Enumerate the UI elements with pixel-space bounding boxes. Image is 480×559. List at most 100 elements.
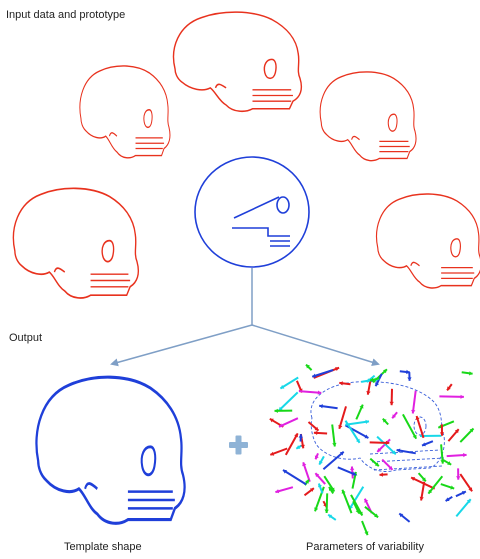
variability-arrow (298, 390, 322, 394)
variability-arrowhead (411, 477, 416, 481)
variability-arrowhead (324, 509, 329, 513)
variability-arrowhead (306, 364, 310, 369)
variability-arrowhead (391, 450, 396, 455)
variability-arrowhead (312, 373, 317, 378)
variability-arrowhead (383, 369, 387, 374)
variability-arrow (459, 473, 473, 492)
variability-arrowhead (377, 448, 382, 452)
variability-arrowhead (396, 448, 401, 453)
variability-arrowhead (296, 445, 301, 449)
variability-arrowhead (269, 418, 274, 423)
variability-arrowhead (359, 404, 364, 409)
variability-arrowhead (469, 428, 474, 433)
variability-arrow (282, 469, 307, 486)
variability-arrow (402, 413, 418, 440)
variability-arrow (410, 476, 436, 490)
variability-arrow (455, 498, 472, 518)
variability-arrowhead (456, 476, 461, 480)
variability-arrowhead (379, 472, 383, 477)
flow-arrows (110, 268, 380, 367)
variability-arrow (427, 475, 444, 495)
variability-arrowhead (279, 423, 283, 428)
variability-arrow (376, 435, 397, 456)
variability-arrowhead (445, 497, 450, 501)
variability-arrowhead (319, 404, 323, 409)
variability-arrowhead (412, 434, 417, 439)
variability-arrowhead (392, 414, 396, 419)
variability-arrowhead (329, 487, 333, 491)
variability-arrowhead (335, 367, 340, 371)
variability-arrowhead (274, 408, 278, 413)
variability-arrow (311, 369, 334, 378)
variability-arrowhead (406, 369, 410, 375)
variability-arrow (350, 494, 364, 516)
variability-arrowhead (283, 470, 287, 474)
variability-arrowhead (366, 391, 371, 395)
variability-arrowhead (419, 496, 424, 501)
variability-arrow (411, 390, 417, 414)
variability-arrowhead (305, 479, 309, 484)
variability-arrowhead (460, 394, 464, 399)
variability-arrowhead (407, 377, 412, 381)
variability-arrowhead (314, 507, 319, 512)
variability-arrowhead (374, 513, 379, 518)
variability-arrowhead (300, 444, 305, 449)
variability-arrowhead (275, 489, 280, 494)
variability-arrowhead (366, 378, 371, 382)
variability-arrow (284, 432, 299, 456)
variability-arrowhead (350, 466, 355, 471)
variability-arrowhead (454, 429, 459, 434)
output-title: Output (9, 332, 43, 344)
variability-arrowhead (375, 382, 380, 387)
variability-field (269, 363, 475, 536)
variability-arrowhead (309, 488, 314, 492)
variability-arrowhead (318, 483, 322, 488)
variability-arrowhead (328, 514, 333, 519)
variability-arrowhead (298, 434, 303, 438)
variability-arrowhead (302, 462, 307, 467)
variability-arrowhead (352, 471, 357, 476)
variability-arrowhead (399, 513, 404, 518)
variability-arrowhead (468, 487, 473, 492)
variability-arrowhead (278, 406, 283, 411)
variability-arrowhead (466, 499, 471, 504)
variability-arrow (302, 461, 311, 483)
variability-arrowhead (338, 425, 343, 429)
variability-arrowhead (332, 442, 337, 447)
variability-arrowhead (469, 371, 473, 376)
variability-arrowhead (385, 440, 390, 445)
variability-arrowhead (358, 511, 363, 516)
variability-arrowhead (364, 531, 369, 536)
prototype-circle (194, 156, 310, 268)
variability-arrowhead (374, 462, 379, 467)
variability-arrowhead (270, 451, 275, 456)
variability-arrowhead (421, 477, 426, 482)
variability-arrow (341, 489, 353, 514)
variability-arrow (338, 406, 347, 430)
variability-arrow (331, 424, 336, 447)
variability-arrowhead (341, 489, 346, 494)
variability-arrowhead (428, 489, 433, 494)
variability-arrowhead (388, 466, 393, 470)
variability-arrowhead (364, 434, 369, 439)
variability-arrowhead (294, 433, 298, 438)
variability-arrowhead (450, 485, 455, 490)
variability-arrowhead (339, 451, 344, 456)
variability-arrowhead (365, 419, 369, 424)
variability-arrowhead (314, 455, 319, 460)
variability-arrow (415, 415, 425, 439)
variability-arrow (279, 376, 299, 390)
variability-arrowhead (415, 416, 420, 420)
parameters-caption: Parameters of variability (306, 541, 424, 553)
variability-arrow (322, 450, 345, 470)
plus-icon (229, 435, 248, 455)
variability-arrowhead (319, 460, 323, 465)
variability-arrow (345, 420, 370, 426)
template-caption: Template shape (64, 541, 142, 553)
variability-arrowhead (280, 384, 285, 389)
variability-arrowhead (382, 418, 387, 423)
variability-arrowhead (447, 461, 452, 465)
input-title: Input data and prototype (6, 9, 126, 21)
variability-arrowhead (313, 430, 318, 435)
